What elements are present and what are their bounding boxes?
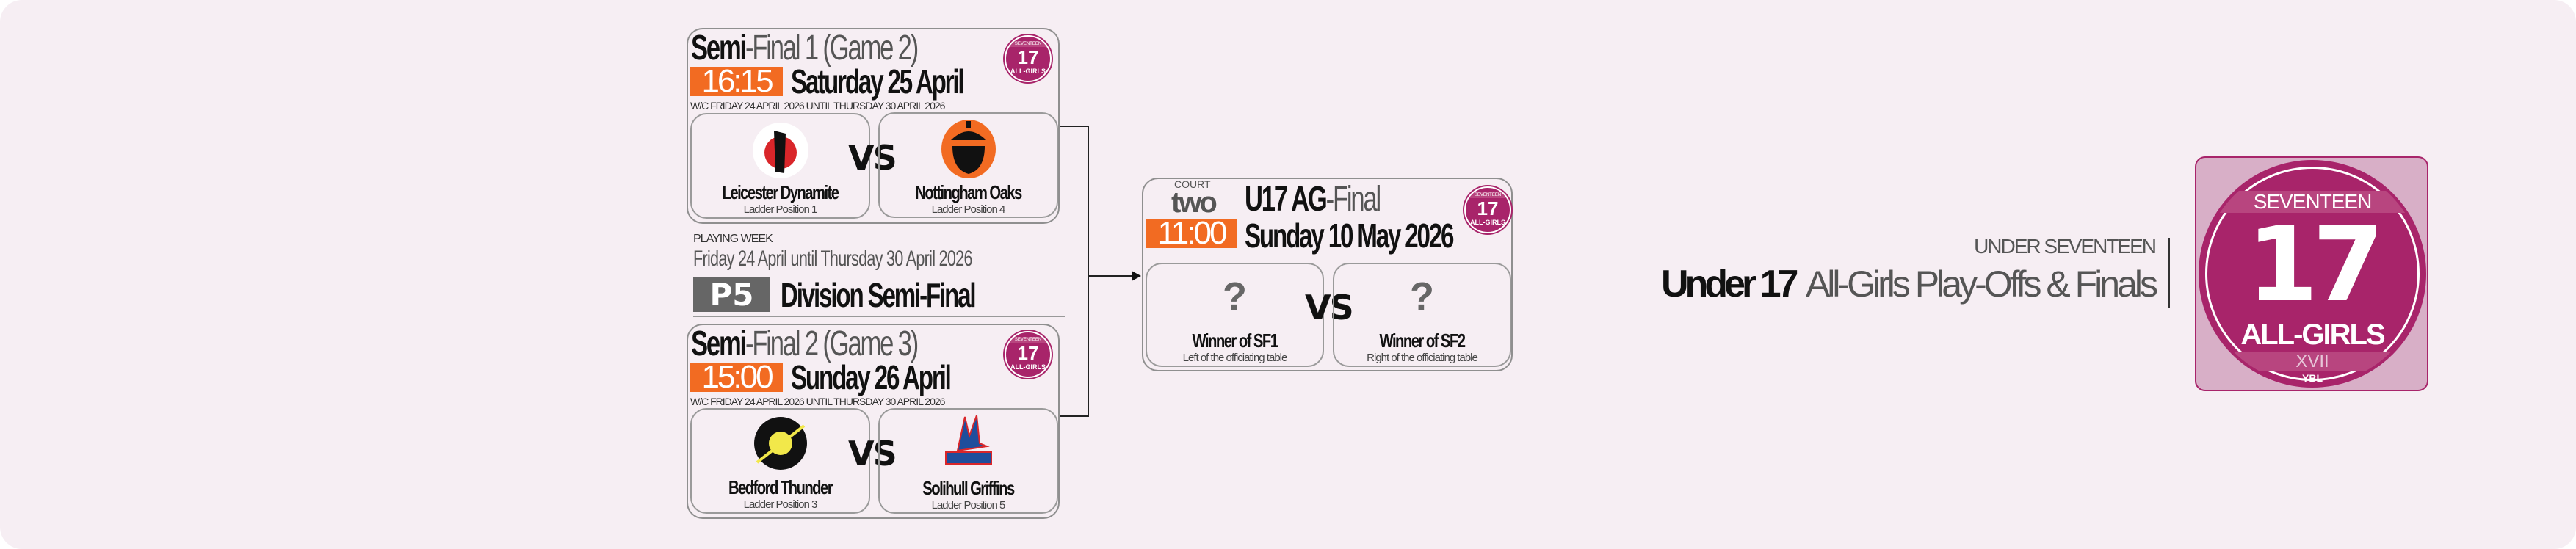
time-badge: 15:00: [690, 361, 783, 393]
logo-roman: XVII: [2201, 352, 2423, 371]
court-name: two: [1171, 186, 1218, 219]
title-light: -Final 2 (Game 3): [745, 324, 919, 363]
match-title: Semi-Final 1 (Game 2): [691, 29, 919, 68]
ladder-position: Ladder Position 1: [743, 203, 818, 216]
team-name: Bedford Thunder: [728, 476, 833, 498]
team-note: Right of the officiating table: [1367, 352, 1478, 364]
time-badge: 11:00: [1146, 217, 1237, 250]
logo-bottom-text: ALL-GIRLS: [2240, 319, 2385, 351]
ladder-position: Ladder Position 5: [931, 499, 1006, 512]
ladder-position: Ladder Position 4: [931, 203, 1006, 216]
team-card-away[interactable]: Solihull Griffins Ladder Position 5: [878, 408, 1058, 514]
week-range: W/C FRIDAY 24 APRIL 2026 UNTIL THURSDAY …: [690, 100, 945, 112]
team-name: Solihull Griffins: [922, 477, 1015, 499]
week-range: W/C FRIDAY 24 APRIL 2026 UNTIL THURSDAY …: [690, 396, 945, 407]
team-card-home[interactable]: Leicester Dynamite Ladder Position 1: [690, 113, 870, 219]
heading-bold: Under 17: [1660, 263, 1799, 305]
team-name: Winner of SF2: [1379, 330, 1466, 352]
court-label: COURT: [1174, 178, 1211, 190]
heading-light: All-Girls Play-Offs & Finals: [1805, 263, 2158, 305]
vs-label: VS: [848, 434, 897, 473]
bracket-line: [1088, 126, 1089, 417]
leicester-dynamite-logo-icon: [752, 123, 808, 178]
logo-top-text: SEVENTEEN: [2201, 191, 2423, 213]
semi-final-1-card: Semi-Final 1 (Game 2) 16:15 Saturday 25 …: [687, 28, 1060, 224]
solihull-griffins-logo-icon: [944, 415, 992, 465]
title-bold: U17 AG: [1245, 180, 1328, 219]
ybl-logo-icon: YBL: [2302, 372, 2323, 384]
logo-number: 17: [2246, 206, 2384, 325]
team-card-home[interactable]: ? Winner of SF1 Left of the officiating …: [1146, 263, 1324, 367]
match-date: Sunday 26 April: [791, 358, 952, 396]
nottingham-oaks-logo-icon: [941, 120, 996, 178]
bedford-thunder-logo-icon: [753, 417, 807, 470]
team-name: Leicester Dynamite: [722, 181, 839, 203]
team-card-home[interactable]: Bedford Thunder Ladder Position 3: [690, 408, 870, 514]
playing-week-label: PLAYING WEEK: [693, 233, 773, 245]
vs-label: VS: [1305, 288, 1354, 327]
divider: [693, 316, 1065, 317]
arrow-right-icon: [1132, 271, 1141, 281]
final-card: COURT two 11:00 U17 AG-Final Sunday 10 M…: [1142, 178, 1513, 371]
team-card-away[interactable]: ? Winner of SF2 Right of the officiating…: [1333, 263, 1511, 367]
title-bold: Semi: [691, 324, 747, 363]
team-card-away[interactable]: Nottingham Oaks Ladder Position 4: [878, 112, 1058, 218]
time-badge: 16:15: [690, 65, 783, 98]
team-note: Left of the officiating table: [1182, 352, 1288, 364]
heading-title: Under 17 All-Girls Play-Offs & Finals: [1660, 263, 2158, 315]
team-name: Winner of SF1: [1192, 330, 1278, 352]
playing-week-dates: Friday 24 April until Thursday 30 April …: [693, 247, 972, 271]
bracket-line: [1060, 126, 1089, 127]
unknown-team-icon: ?: [1410, 274, 1434, 319]
heading-divider: [2168, 238, 2170, 308]
title-light: -Final: [1325, 180, 1382, 219]
title-bold: Semi: [691, 29, 747, 68]
match-date: Saturday 25 April: [791, 62, 965, 101]
logo-circle: SEVENTEEN 17 ALL-GIRLS XVII YBL: [2199, 160, 2426, 388]
round-badge: P5: [693, 277, 770, 312]
heading-subtitle: UNDER SEVENTEEN: [1974, 235, 2157, 258]
match-title: U17 AG-Final: [1245, 180, 1382, 219]
title-light: -Final 1 (Game 2): [745, 29, 919, 68]
u17-all-girls-logo: SEVENTEEN 17 ALL-GIRLS XVII YBL: [2195, 156, 2428, 391]
unknown-team-icon: ?: [1223, 274, 1247, 319]
vs-label: VS: [848, 138, 897, 178]
bracket-line: [1088, 275, 1133, 277]
match-date: Sunday 10 May 2026: [1245, 217, 1454, 255]
ladder-position: Ladder Position 3: [743, 498, 818, 511]
logo-ring: [2205, 167, 2420, 381]
stage-title: Division Semi-Final: [781, 276, 977, 314]
team-name: Nottingham Oaks: [915, 181, 1022, 203]
semi-final-2-card: Semi-Final 2 (Game 3) 15:00 Sunday 26 Ap…: [687, 324, 1060, 519]
match-title: Semi-Final 2 (Game 3): [691, 324, 919, 363]
bracket-line: [1060, 415, 1089, 417]
